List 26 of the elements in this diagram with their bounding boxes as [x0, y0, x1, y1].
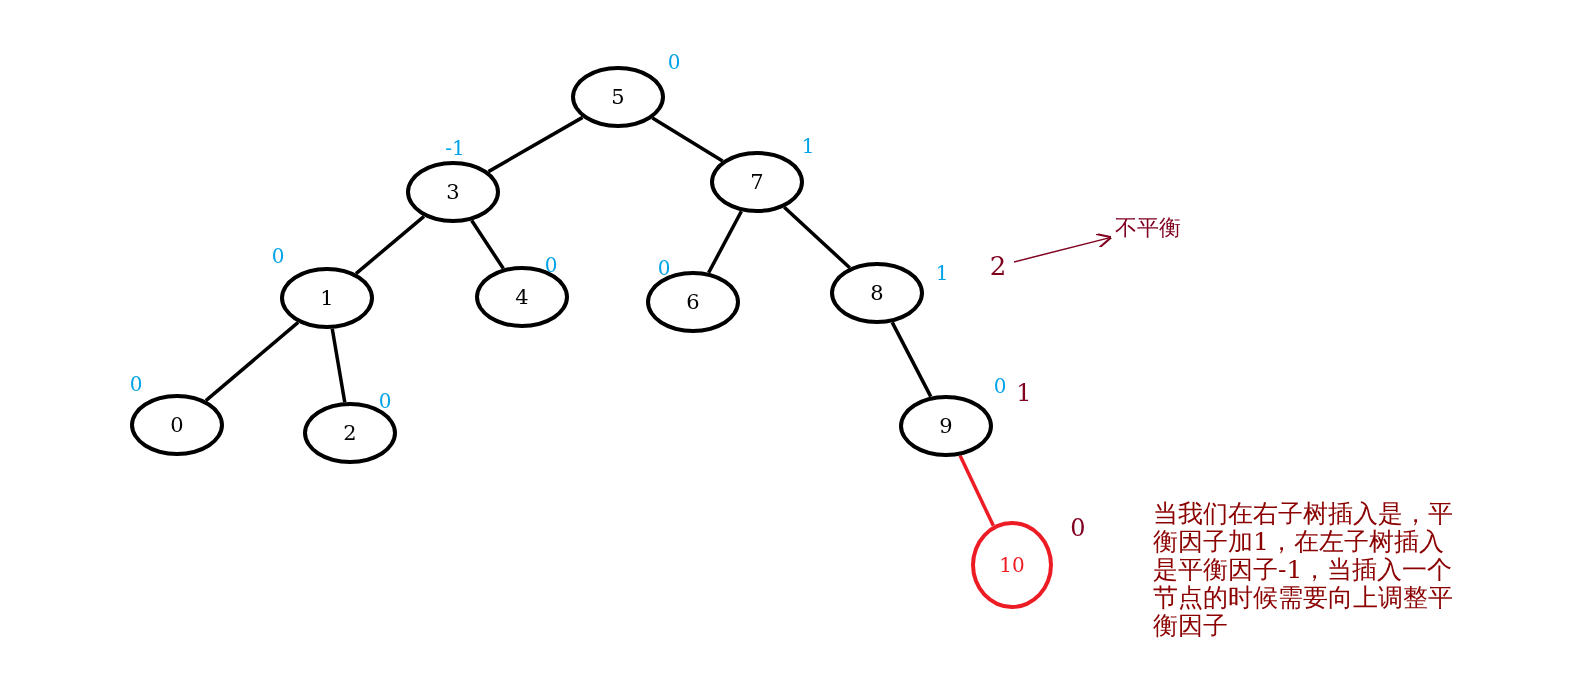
balance-factor: -1 [445, 136, 465, 160]
handwritten-number: 2 [989, 251, 1007, 281]
tree-node: 5 [571, 66, 665, 128]
balance-factor: 0 [667, 50, 681, 74]
tree-node: 8 [830, 262, 924, 324]
tree-edge [958, 454, 995, 527]
note-text: 当我们在右子树插入是，平衡因子加1，在左子树插入是平衡因子-1，当插入一个节点的时候需要向上调整平衡因子 [1153, 500, 1454, 640]
tree-node: 10 [971, 521, 1053, 609]
tree-node: 7 [710, 151, 804, 213]
tree-node: 3 [406, 161, 500, 223]
balance-factor: 1 [801, 134, 815, 158]
handwritten-number: 1 [1016, 379, 1032, 407]
balance-factor: 0 [129, 372, 143, 396]
balance-factor: 1 [935, 261, 949, 285]
tree-edge [470, 219, 505, 270]
tree-node: 0 [130, 394, 224, 456]
tree-edge [707, 210, 743, 274]
balance-factor: 0 [271, 244, 285, 268]
status-text: 不平衡 [1115, 213, 1181, 243]
balance-factor: 0 [993, 374, 1007, 398]
tree-node: 1 [280, 267, 374, 329]
arrow [1013, 232, 1113, 263]
tree-edge [890, 321, 933, 398]
handwritten-number: 0 [1070, 514, 1086, 542]
tree-edge [330, 328, 347, 403]
tree-node: 9 [899, 395, 993, 457]
